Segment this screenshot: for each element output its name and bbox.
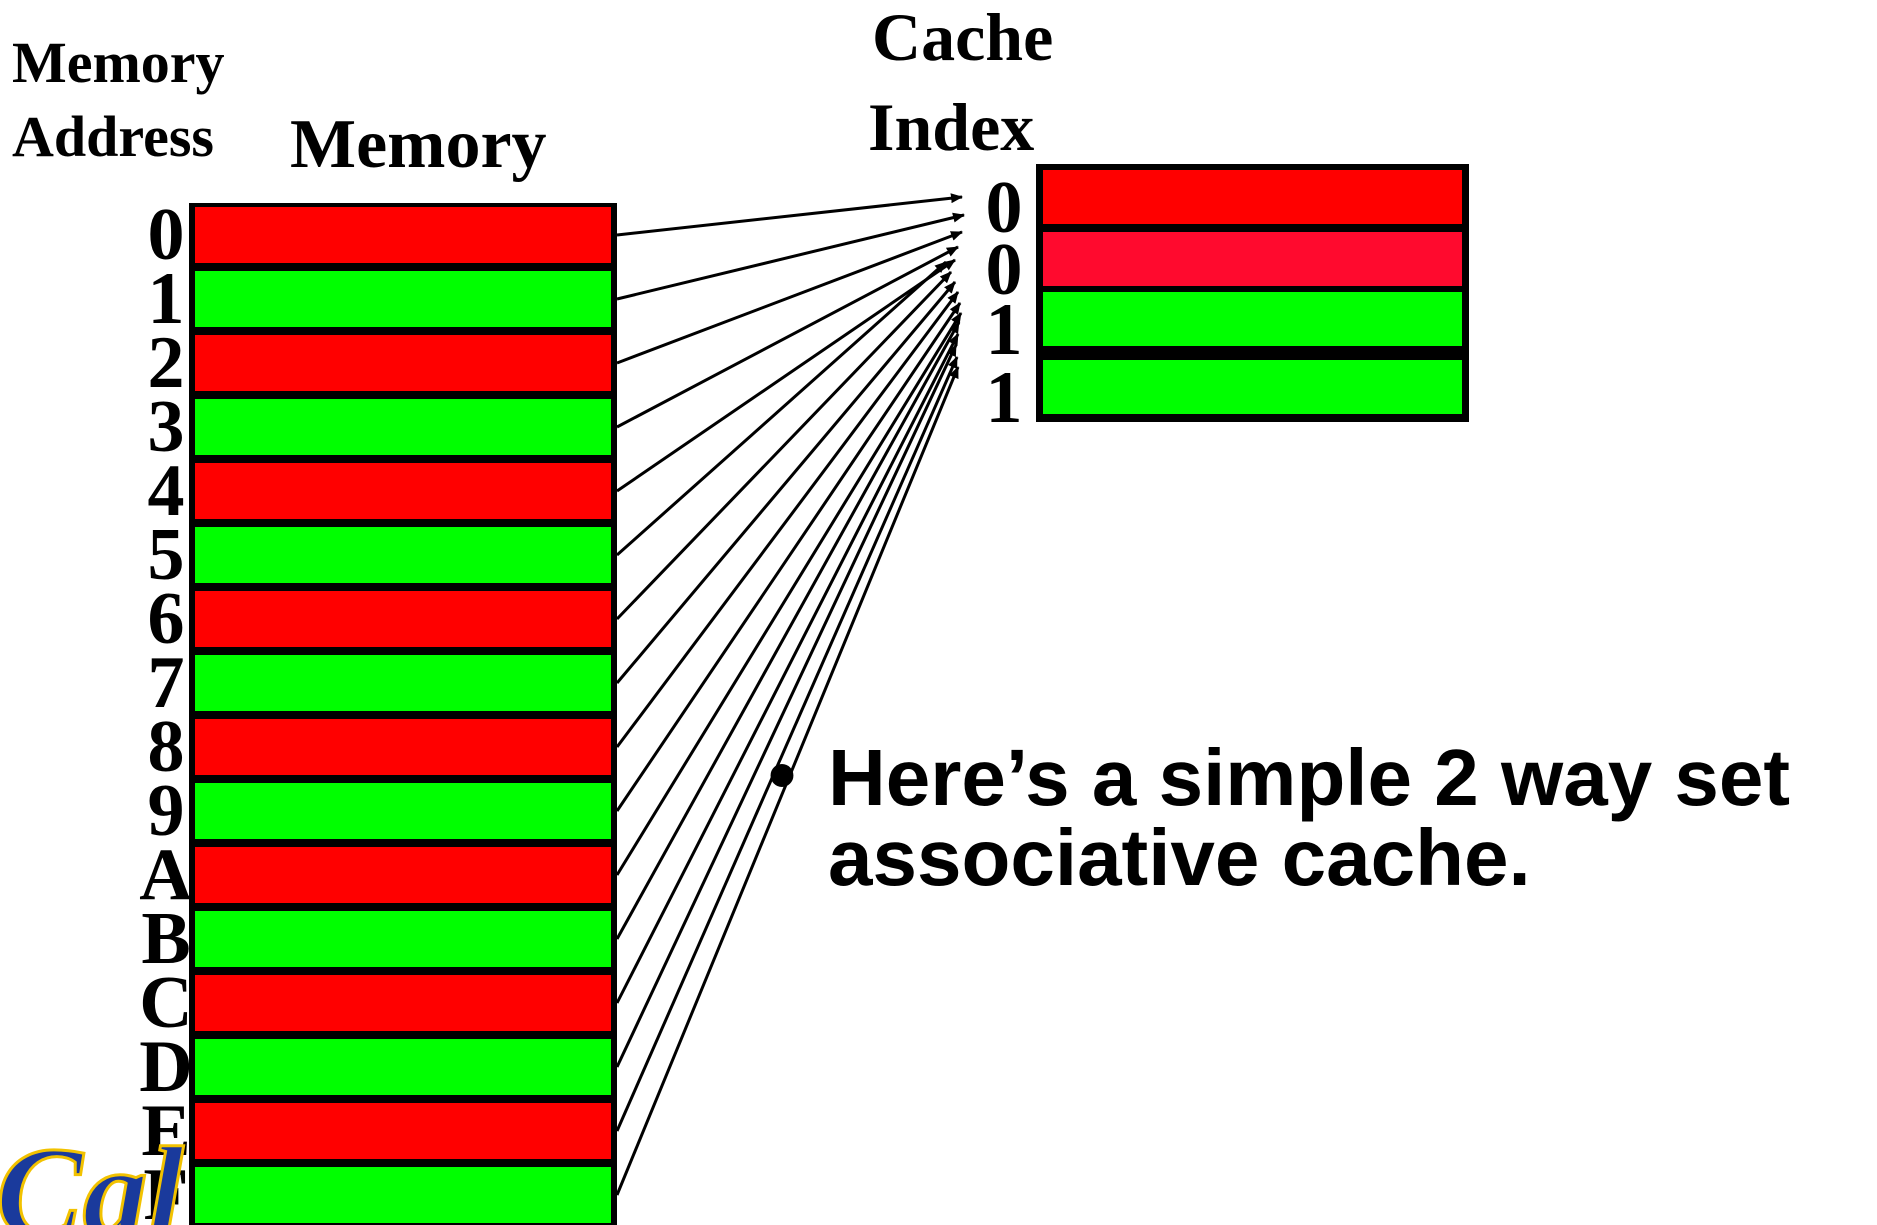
cache-index-label-3: 1 (986, 357, 1023, 439)
memory-address-label-f: F (143, 1154, 188, 1225)
memory-address-label-8: 8 (148, 706, 185, 788)
mapping-arrow-2 (616, 230, 963, 365)
cache-index-header-line2: Index (868, 89, 1034, 165)
mapping-arrow-9 (615, 302, 962, 812)
mapping-arrow-5 (616, 260, 947, 557)
memory-address-header-line1: Memory (12, 30, 225, 95)
memory-address-label-a: A (139, 834, 192, 916)
memory-block-1 (195, 271, 611, 327)
cache-block-2 (1043, 292, 1462, 346)
cache-block-1 (1043, 232, 1462, 286)
memory-block-4 (195, 463, 611, 519)
memory-block-c (195, 975, 611, 1031)
mapping-arrows (615, 193, 965, 1196)
mapping-arrow-7 (615, 281, 957, 684)
memory-address-label-2: 2 (148, 322, 185, 404)
cache-index-label-1: 0 (986, 229, 1023, 311)
memory-block-d (195, 1039, 611, 1095)
memory-block-e (195, 1103, 611, 1159)
memory-block-9 (195, 783, 611, 839)
memory-address-label-9: 9 (148, 770, 185, 852)
cache-index-label-0: 0 (986, 167, 1023, 249)
memory-block-2 (195, 335, 611, 391)
note-line-2: associative cache. (828, 813, 1531, 902)
mapping-arrow-f (615, 366, 960, 1196)
cache-blocks (1043, 170, 1462, 414)
memory-block-f (195, 1167, 611, 1223)
memory-block-3 (195, 399, 611, 455)
memory-blocks (195, 207, 611, 1223)
cache-index-label-2: 1 (986, 289, 1023, 371)
memory-address-label-5: 5 (148, 514, 185, 596)
cache-block-3 (1043, 360, 1462, 414)
memory-block-6 (195, 591, 611, 647)
memory-block-8 (195, 719, 611, 775)
mapping-arrow-4 (616, 258, 956, 493)
memory-block-7 (195, 655, 611, 711)
mapping-arrow-0 (616, 193, 963, 237)
cache-block-0 (1043, 170, 1462, 224)
memory-address-label-e: E (141, 1090, 190, 1172)
memory-block-5 (195, 527, 611, 583)
mapping-arrow-e (615, 356, 959, 1132)
memory-address-label-0: 0 (148, 194, 185, 276)
mapping-arrow-1 (616, 212, 965, 301)
memory-address-header-line2: Address (12, 104, 214, 169)
memory-block-a (195, 847, 611, 903)
note-line-1: Here’s a simple 2 way set (828, 733, 1790, 822)
memory-block-0 (195, 207, 611, 263)
memory-address-label-3: 3 (148, 386, 185, 468)
mapping-arrow-a (615, 312, 963, 876)
memory-address-label-4: 4 (148, 450, 185, 532)
memory-address-label-1: 1 (148, 258, 185, 340)
mapping-arrow-6 (615, 270, 953, 621)
mapping-arrow-3 (616, 245, 959, 429)
memory-address-label-b: B (141, 898, 190, 980)
cal-logo: Cal (0, 1121, 184, 1225)
memory-address-label-c: C (139, 962, 192, 1044)
memory-block-b (195, 911, 611, 967)
cache-index-header-line1: Cache (872, 0, 1053, 75)
mapping-arrow-b (615, 321, 961, 940)
mapping-arrow-c (615, 333, 960, 1004)
memory-address-label-d: D (139, 1026, 192, 1108)
memory-address-label-7: 7 (148, 642, 185, 724)
mapping-arrow-d (615, 344, 958, 1068)
memory-address-label-6: 6 (148, 578, 185, 660)
memory-header: Memory (290, 106, 547, 183)
mapping-arrow-8 (615, 291, 960, 748)
bullet-marker: • (768, 730, 796, 819)
